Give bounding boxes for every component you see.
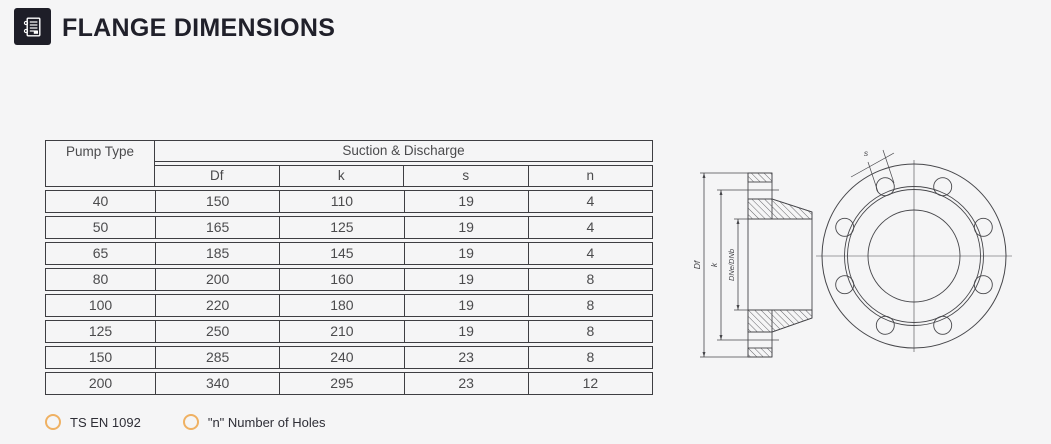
cell-df: 200 xyxy=(155,269,279,290)
cell-pump-type: 200 xyxy=(88,375,113,391)
cell-k: 160 xyxy=(279,269,403,290)
bullet-ring-icon xyxy=(182,414,199,430)
table-row: 40 150 110 19 4 xyxy=(45,190,653,213)
cell-pump-type: 125 xyxy=(88,323,113,339)
cell-k: 240 xyxy=(279,347,403,368)
flange-technical-drawing: Df k DNe/DNb s xyxy=(688,142,1023,402)
cell-s: 19 xyxy=(403,243,528,264)
cell-k: 145 xyxy=(279,243,403,264)
cell-k: 125 xyxy=(279,217,403,238)
flange-drawing-svg: Df k DNe/DNb s xyxy=(692,148,1012,358)
cell-pump-type: 50 xyxy=(92,219,109,235)
cell-n: 8 xyxy=(527,295,652,316)
flange-dimensions-table: Pump Type Suction & Discharge Df k s n 4… xyxy=(45,140,653,398)
cell-pump-type: 100 xyxy=(88,297,113,313)
cell-df: 220 xyxy=(155,295,279,316)
table-row: 200 340 295 23 12 xyxy=(45,372,653,395)
cell-n: 12 xyxy=(527,373,652,394)
cell-df: 285 xyxy=(155,347,279,368)
table-row: 80 200 160 19 8 xyxy=(45,268,653,291)
cell-n: 4 xyxy=(527,191,652,212)
footnote-label: TS EN 1092 xyxy=(70,414,141,430)
cell-pump-type: 150 xyxy=(88,349,113,365)
dimension-arrowheads xyxy=(702,173,740,357)
cell-df: 185 xyxy=(155,243,279,264)
flange-front-view: s xyxy=(816,148,1012,352)
table-row: 100 220 180 19 8 xyxy=(45,294,653,317)
cell-pump-type: 40 xyxy=(92,193,109,209)
dim-label-k: k xyxy=(709,262,719,267)
column-header-n: n xyxy=(527,166,653,186)
cell-n: 4 xyxy=(527,217,652,238)
column-header-df: Df xyxy=(210,168,224,183)
cell-df: 150 xyxy=(155,191,279,212)
cell-n: 8 xyxy=(527,269,652,290)
s-dimension xyxy=(850,149,895,193)
cell-k: 180 xyxy=(279,295,403,316)
cell-n: 4 xyxy=(527,243,652,264)
cell-k: 210 xyxy=(279,321,403,342)
column-header-k: k xyxy=(278,166,404,186)
column-header-s: s xyxy=(403,166,528,186)
flange-section-view: Df k DNe/DNb xyxy=(692,172,813,358)
column-headers-row: Df k s n xyxy=(154,165,653,187)
notebook-icon xyxy=(14,8,51,45)
dim-label-bore: DNe/DNb xyxy=(727,249,736,281)
cell-df: 250 xyxy=(155,321,279,342)
footnote-label: "n" Number of Holes xyxy=(207,414,326,430)
dim-label-df: Df xyxy=(692,259,702,269)
cell-s: 19 xyxy=(403,321,528,342)
cell-n: 8 xyxy=(527,347,652,368)
cell-pump-type: 80 xyxy=(92,271,109,287)
pump-type-header-cell: Pump Type xyxy=(45,140,155,187)
cell-k: 295 xyxy=(279,373,403,394)
footnotes: TS EN 1092 "n" Number of Holes xyxy=(45,414,367,430)
cell-pump-type: 65 xyxy=(92,245,109,261)
table-header: Pump Type Suction & Discharge Df k s n xyxy=(45,140,653,187)
cell-s: 23 xyxy=(403,373,528,394)
cell-s: 19 xyxy=(403,269,528,290)
footnote-standard: TS EN 1092 xyxy=(45,414,141,430)
cell-s: 19 xyxy=(403,191,528,212)
table-row: 50 165 125 19 4 xyxy=(45,216,653,239)
cell-s: 19 xyxy=(403,217,528,238)
footnote-holes: "n" Number of Holes xyxy=(182,414,326,430)
table-row: 65 185 145 19 4 xyxy=(45,242,653,265)
suction-discharge-header-cell: Suction & Discharge xyxy=(154,140,653,162)
cell-df: 340 xyxy=(155,373,279,394)
page-title: FLANGE DIMENSIONS xyxy=(62,14,336,42)
notebook-icon-glyph xyxy=(23,17,41,37)
cell-n: 8 xyxy=(527,321,652,342)
cell-s: 19 xyxy=(403,295,528,316)
dim-label-s: s xyxy=(864,148,869,158)
table-row: 150 285 240 23 8 xyxy=(45,346,653,369)
table-row: 125 250 210 19 8 xyxy=(45,320,653,343)
cell-df: 165 xyxy=(155,217,279,238)
cell-s: 23 xyxy=(403,347,528,368)
bullet-ring-icon xyxy=(45,414,61,430)
cell-k: 110 xyxy=(279,191,403,212)
